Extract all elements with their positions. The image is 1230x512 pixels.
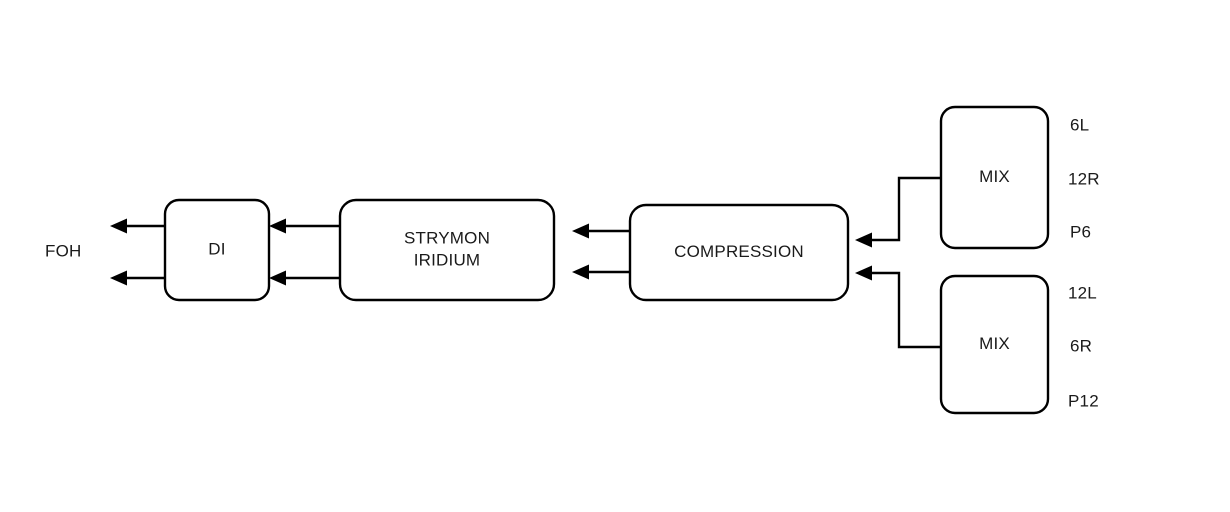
arrowhead-icon	[572, 223, 589, 239]
arrowhead-icon	[855, 265, 872, 281]
edge-di-to-foh-top	[110, 218, 165, 234]
node-label: MIX	[979, 167, 1010, 186]
node-box[interactable]	[939, 274, 1050, 415]
node-strymon[interactable]: STRYMON IRIDIUM	[338, 198, 556, 302]
arrowhead-icon	[572, 264, 589, 280]
node-di[interactable]: DI	[163, 198, 271, 302]
label-foh: FOH	[45, 241, 81, 260]
edge-strymon-to-di-bottom	[269, 270, 340, 286]
edge-strymon-to-di-top	[269, 218, 340, 234]
label-ch-6l: 6L	[1070, 115, 1089, 134]
node-label: STRYMON	[404, 228, 490, 247]
node-label: IRIDIUM	[414, 250, 481, 269]
label-ch-6r: 6R	[1070, 336, 1092, 355]
node-compression[interactable]: COMPRESSION	[628, 203, 850, 302]
node-mix-top[interactable]: MIX	[939, 105, 1050, 250]
node-label: MIX	[979, 334, 1010, 353]
edge-line	[862, 271, 941, 349]
node-box[interactable]	[939, 105, 1050, 250]
edge-mix-top-to-compression	[855, 176, 941, 248]
arrowhead-icon	[110, 218, 127, 234]
node-box[interactable]	[338, 198, 556, 302]
arrowhead-icon	[110, 270, 127, 286]
node-box[interactable]	[628, 203, 850, 302]
edge-compression-to-strymon-bottom	[572, 264, 630, 280]
free-label-layer: FOH 6L 12R P6 12L 6R P12	[45, 115, 1100, 410]
node-mix-bottom[interactable]: MIX	[939, 274, 1050, 415]
edge-di-to-foh-bottom	[110, 270, 165, 286]
edge-compression-to-strymon-top	[572, 223, 630, 239]
arrowhead-icon	[269, 270, 286, 286]
label-ch-12l: 12L	[1068, 283, 1097, 302]
node-layer: DI STRYMON IRIDIUM COMPRESSION MIX MIX	[163, 105, 1050, 415]
edge-layer	[110, 176, 941, 349]
edge-mix-bottom-to-compression	[855, 265, 941, 349]
edge-line	[862, 176, 941, 242]
label-ch-12r: 12R	[1068, 169, 1100, 188]
node-label: COMPRESSION	[674, 242, 804, 261]
arrowhead-icon	[269, 218, 286, 234]
node-box[interactable]	[163, 198, 271, 302]
arrowhead-icon	[855, 232, 872, 248]
label-ch-p12: P12	[1068, 391, 1099, 410]
node-label: DI	[208, 239, 225, 258]
label-ch-p6: P6	[1070, 222, 1091, 241]
